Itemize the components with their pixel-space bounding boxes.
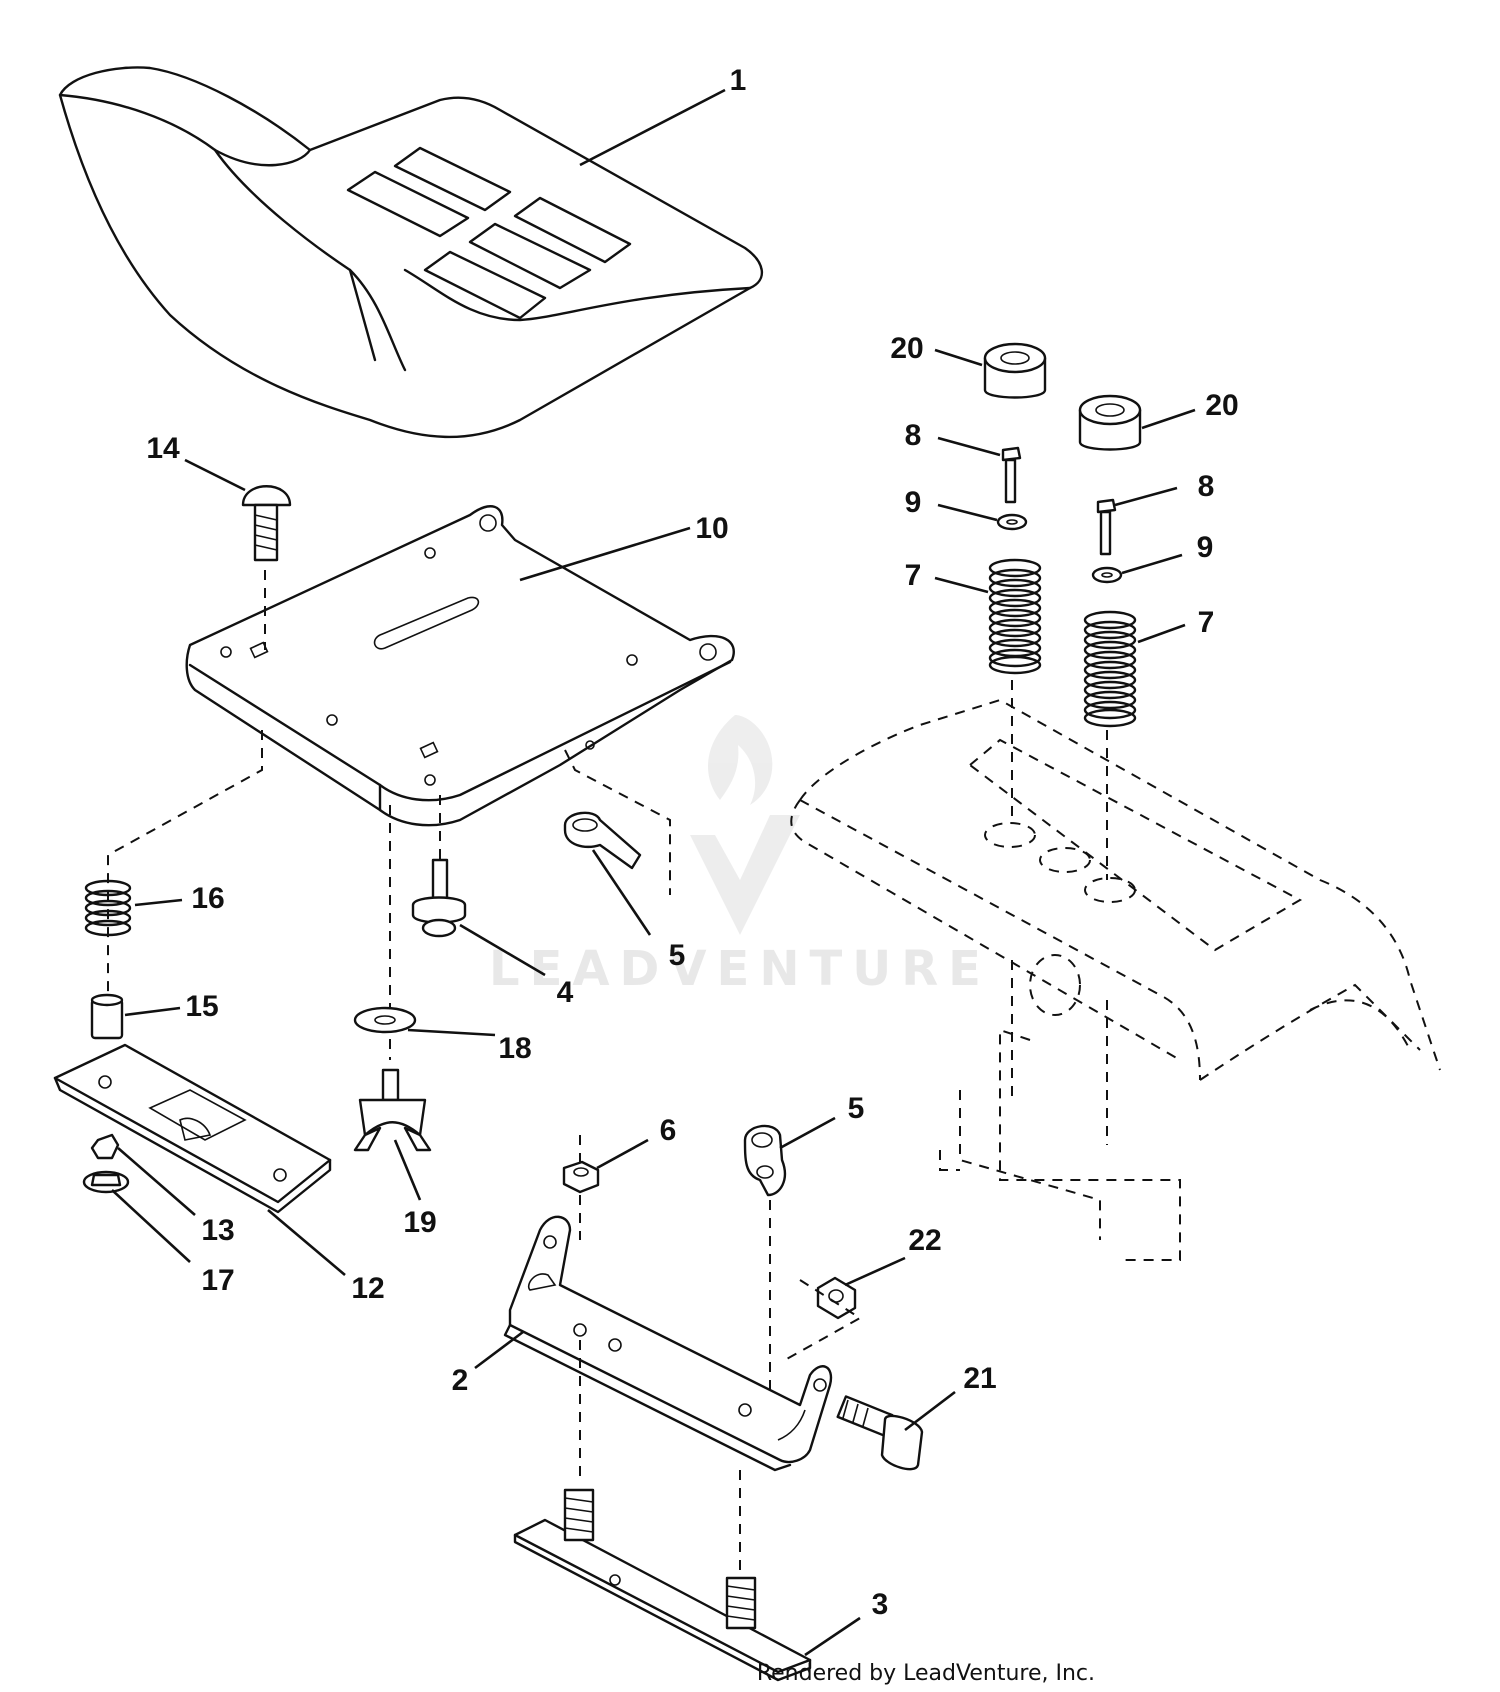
callout-5b: 5 xyxy=(848,1092,865,1125)
knob-19 xyxy=(353,1068,432,1152)
bolt-21 xyxy=(836,1395,924,1471)
seat-pan xyxy=(185,505,735,827)
callout-2: 2 xyxy=(452,1364,469,1397)
washer-18 xyxy=(353,1006,417,1034)
callout-13: 13 xyxy=(201,1214,234,1247)
bolt-4 xyxy=(411,858,467,938)
callout-20b: 20 xyxy=(1205,389,1238,422)
callout-6: 6 xyxy=(660,1114,677,1147)
callout-12: 12 xyxy=(351,1272,384,1305)
spring-16 xyxy=(84,879,132,937)
callout-9a: 9 xyxy=(905,486,922,519)
watermark-text: LEADVENTURE xyxy=(489,941,991,997)
bumper-20b xyxy=(1078,394,1142,451)
callout-20a: 20 xyxy=(890,332,923,365)
watermark-v-icon xyxy=(690,815,800,935)
clip-5b xyxy=(743,1124,787,1197)
nut-13 xyxy=(90,1133,120,1160)
callout-8a: 8 xyxy=(905,419,922,452)
washer-9b xyxy=(1091,566,1123,584)
callout-21: 21 xyxy=(963,1362,996,1395)
callout-4: 4 xyxy=(557,976,574,1009)
callout-17: 17 xyxy=(201,1264,234,1297)
callout-14: 14 xyxy=(146,432,180,465)
bolt-8a xyxy=(1001,446,1022,504)
fender-outline xyxy=(790,698,1441,1261)
clip-5a xyxy=(563,811,642,870)
washer-9a xyxy=(996,513,1028,531)
seat xyxy=(58,66,763,439)
bolt-8b xyxy=(1096,498,1117,556)
stud-right xyxy=(725,1576,757,1630)
callout-22: 22 xyxy=(908,1224,941,1257)
callout-7b: 7 xyxy=(1198,606,1215,639)
watermark-flame-icon xyxy=(708,715,773,805)
callout-18: 18 xyxy=(498,1032,531,1065)
callout-5a: 5 xyxy=(669,939,686,972)
stud-left xyxy=(563,1488,595,1542)
spring-7a xyxy=(988,558,1042,675)
seat-pads xyxy=(346,146,632,320)
plate-3 xyxy=(513,1488,812,1682)
spring-7b xyxy=(1083,610,1137,728)
callout-10: 10 xyxy=(695,512,728,545)
flange-nut-17 xyxy=(82,1170,130,1194)
callout-9b: 9 xyxy=(1197,531,1214,564)
callout-3: 3 xyxy=(872,1588,889,1621)
callout-16: 16 xyxy=(191,882,224,915)
callout-15: 15 xyxy=(185,990,218,1023)
nut-6 xyxy=(562,1160,600,1194)
callout-1: 1 xyxy=(730,64,747,97)
bracket-2 xyxy=(503,1215,833,1472)
nut-22 xyxy=(816,1276,857,1320)
callout-7a: 7 xyxy=(905,559,922,592)
bumper-20a xyxy=(983,342,1047,399)
callout-19: 19 xyxy=(403,1206,436,1239)
plate-12 xyxy=(53,1043,332,1214)
footer-credit: Rendered by LeadVenture, Inc. xyxy=(756,1661,1095,1686)
watermark: LEADVENTURE xyxy=(489,715,991,997)
carriage-bolt xyxy=(241,485,292,562)
callout-8b: 8 xyxy=(1198,470,1215,503)
spacer-15 xyxy=(90,993,124,1040)
